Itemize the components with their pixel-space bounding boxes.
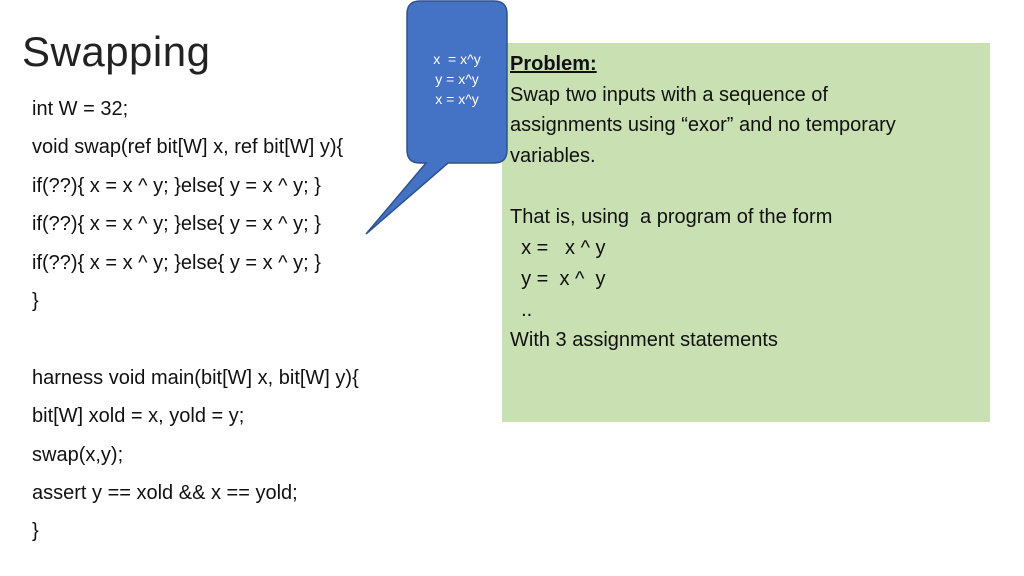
closing-text: With 3 assignment statements	[510, 329, 778, 352]
code-line: }	[32, 520, 39, 543]
callout-line: y = x^y	[435, 71, 479, 87]
code-line: assert y == xold && x == yold;	[32, 481, 298, 504]
problem-description-line: Swap two inputs with a sequence of	[510, 83, 828, 106]
code-line: }	[32, 289, 39, 312]
form-intro: That is, using a program of the form	[510, 206, 833, 229]
code-line: swap(x,y);	[32, 443, 124, 466]
form-line: ..	[510, 298, 533, 321]
problem-description-line: variables.	[510, 145, 596, 168]
callout-line: x = x^y	[433, 51, 481, 67]
code-line: harness void main(bit[W] x, bit[W] y){	[32, 366, 359, 389]
form-line: y = x ^ y	[510, 267, 606, 290]
code-block: int W = 32; void swap(ref bit[W] x, ref …	[32, 90, 502, 551]
code-line: if(??){ x = x ^ y; }else{ y = x ^ y; }	[32, 251, 321, 274]
callout-line: x = x^y	[435, 91, 479, 107]
code-line: void swap(ref bit[W] x, ref bit[W] y){	[32, 136, 344, 159]
problem-box: Problem: Swap two inputs with a sequence…	[502, 43, 990, 422]
code-line: int W = 32;	[32, 98, 129, 120]
callout-text: x = x^y y = x^y x = x^y	[408, 49, 506, 109]
callout-shape	[365, 0, 508, 235]
problem-heading: Problem:	[510, 53, 597, 75]
code-line: if(??){ x = x ^ y; }else{ y = x ^ y; }	[32, 174, 321, 197]
slide-title: Swapping	[22, 28, 211, 75]
code-line: if(??){ x = x ^ y; }else{ y = x ^ y; }	[32, 213, 321, 236]
form-line: x = x ^ y	[510, 237, 606, 260]
code-line: bit[W] xold = x, yold = y;	[32, 405, 245, 428]
problem-description-line: assignments using “exor” and no temporar…	[510, 114, 896, 137]
